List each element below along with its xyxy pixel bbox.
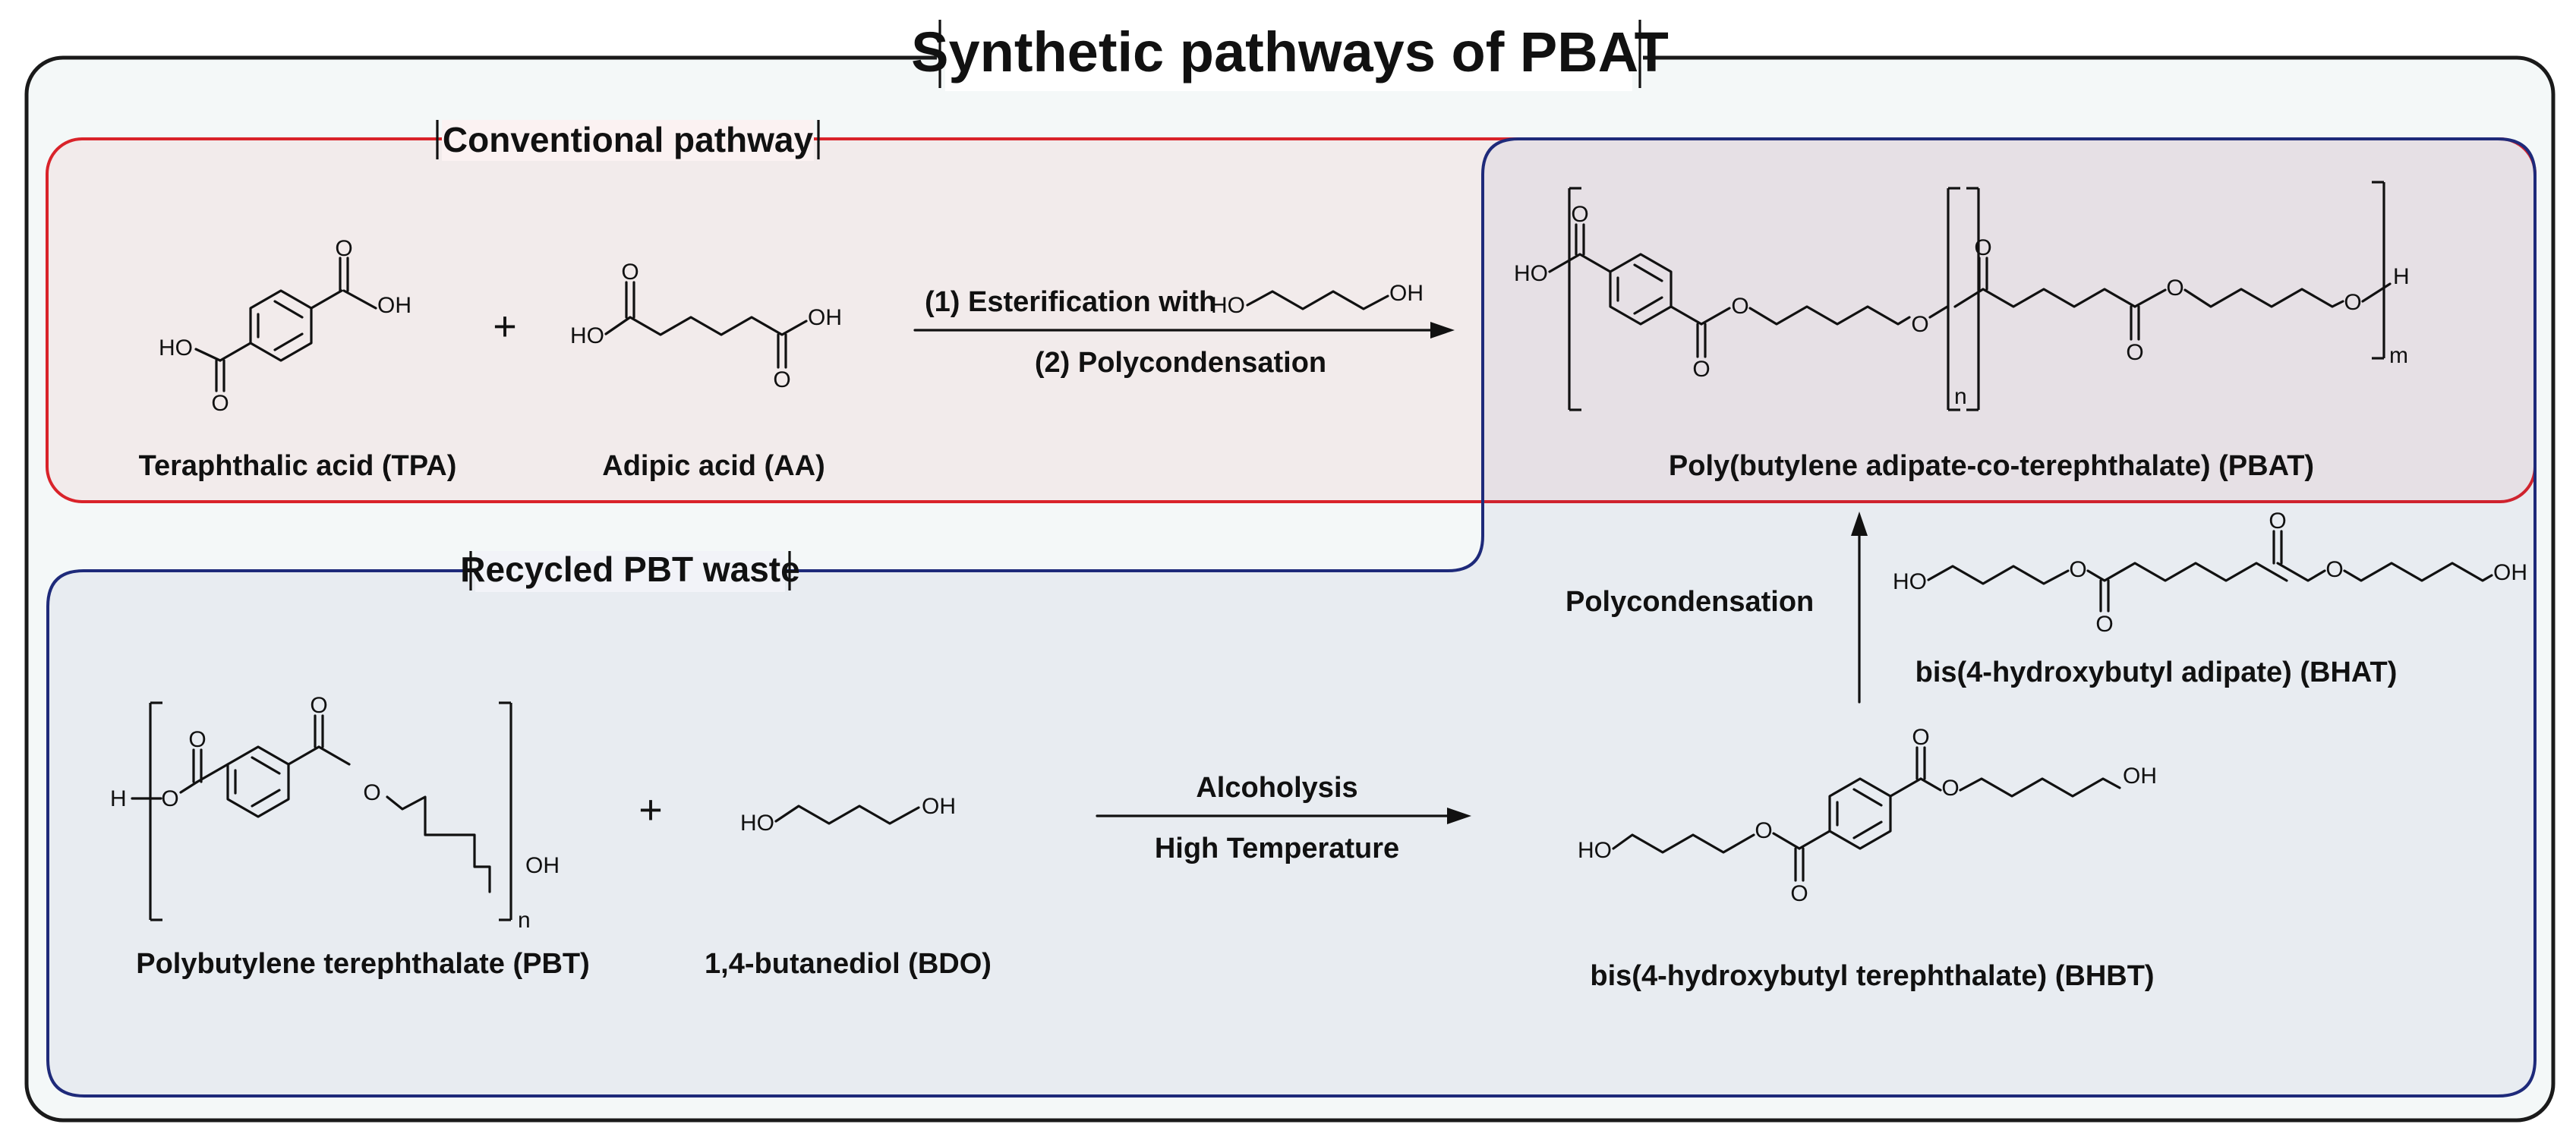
pbt-o-3: O: [310, 693, 327, 718]
bhat-o-4: O: [2325, 557, 2343, 582]
title-bg: [945, 15, 1632, 91]
pbat-o-2: O: [1692, 357, 1710, 382]
alcoholysis-label: Alcoholysis: [1196, 772, 1357, 804]
pbat-label: Poly(butylene adipate-co-terephthalate) …: [1669, 450, 2314, 482]
pbt-structure: [131, 701, 512, 921]
adipic-acid-structure: [604, 281, 808, 369]
bhbt-ho: HO: [1578, 838, 1612, 863]
bhat-structure: [1927, 530, 2493, 613]
aa-ho-left: HO: [570, 323, 604, 348]
pbat-h: H: [2393, 264, 2410, 289]
bhbt-o-4: O: [1941, 776, 1959, 801]
polycondensation-label: Polycondensation: [1565, 586, 1814, 618]
tpa-oh-right: OH: [377, 293, 411, 318]
pbt-o-2: O: [188, 727, 206, 752]
pbt-label: Polybutylene terephthalate (PBT): [136, 948, 590, 980]
aa-o-bottom: O: [773, 367, 790, 392]
bhat-label: bis(4-hydroxybutyl adipate) (BHAT): [1915, 657, 2398, 688]
bhbt-structure: [1612, 746, 2121, 882]
pbat-structure: [1548, 181, 2392, 411]
step1-label: (1) Esterification with: [925, 286, 1216, 318]
bdo-reagent-structure: [1246, 290, 1389, 310]
pbat-subscript-n: n: [1954, 384, 1967, 409]
pbat-o-3: O: [1731, 294, 1748, 319]
recycled-panel: [46, 137, 2537, 1097]
aa-o-top: O: [621, 260, 638, 285]
conventional-heading-bg: [442, 120, 814, 161]
tpa-o-top: O: [335, 236, 352, 261]
tpa-structure: [194, 257, 377, 392]
bhbt-label: bis(4-hydroxybutyl terephthalate) (BHBT): [1590, 960, 2154, 992]
pbt-oh: OH: [525, 853, 560, 878]
conventional-arrowhead: [1430, 322, 1455, 339]
pbt-h: H: [110, 786, 127, 811]
pbat-o-1: O: [1571, 202, 1588, 227]
bdo-ho: HO: [740, 811, 774, 836]
recycled-heading: Recycled PBT waste: [460, 550, 799, 589]
pbt-subscript-n: n: [518, 908, 531, 933]
tpa-label: Teraphthalic acid (TPA): [139, 450, 457, 482]
bdo-structure: [774, 805, 920, 825]
conventional-heading: Conventional pathway: [443, 120, 814, 159]
plus-conventional: +: [493, 304, 517, 349]
pbt-o-4: O: [363, 780, 380, 805]
bhbt-o-1: O: [1755, 818, 1772, 843]
diagram-title: Synthetic pathways of PBAT: [911, 20, 1669, 83]
reagent-oh: OH: [1389, 281, 1424, 306]
reagent-ho: HO: [1211, 293, 1245, 318]
pbat-o-6: O: [2126, 340, 2143, 365]
bhat-o-2: O: [2095, 612, 2113, 637]
aa-label: Adipic acid (AA): [602, 450, 825, 482]
bhat-oh: OH: [2493, 560, 2527, 585]
pbat-subscript-m: m: [2389, 343, 2408, 368]
pbat-o-8: O: [2344, 290, 2361, 315]
bdo-oh: OH: [922, 794, 956, 819]
alcoholysis-arrowhead: [1447, 808, 1471, 824]
pbat-o-7: O: [2166, 276, 2183, 301]
bhbt-o-3: O: [1912, 725, 1929, 750]
plus-recycled: +: [638, 787, 663, 833]
bdo-label: 1,4-butanediol (BDO): [705, 948, 992, 980]
bhbt-o-2: O: [1790, 881, 1808, 906]
pbat-ho: HO: [1514, 261, 1548, 286]
tpa-ho-left: HO: [159, 335, 193, 361]
bhat-o-3: O: [2269, 509, 2286, 534]
bhat-ho: HO: [1893, 569, 1927, 594]
bhat-o-1: O: [2069, 557, 2086, 582]
bhbt-oh: OH: [2123, 764, 2157, 789]
step2-label: (2) Polycondensation: [1035, 347, 1326, 379]
pbat-o-4: O: [1911, 312, 1928, 337]
pbt-o-1: O: [161, 786, 178, 811]
pbat-o-5: O: [1974, 235, 1991, 260]
recycled-heading-bg: [475, 551, 785, 592]
polycondensation-arrowhead: [1851, 512, 1868, 536]
tpa-o-bottom: O: [211, 391, 229, 416]
aa-oh-right: OH: [808, 305, 842, 330]
high-temperature-label: High Temperature: [1155, 833, 1399, 864]
